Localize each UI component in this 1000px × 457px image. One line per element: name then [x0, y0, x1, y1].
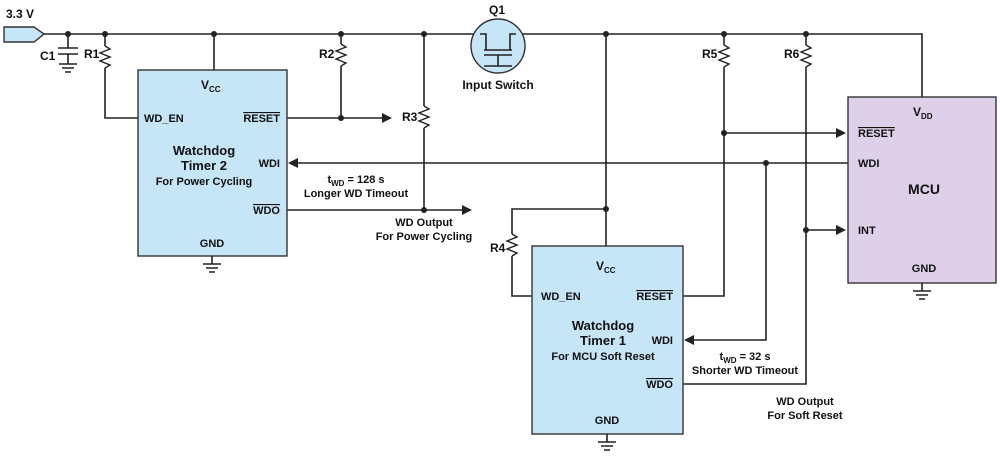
supply-input: 3.3 V	[3, 7, 46, 43]
wdo1-note: WD Output For Soft Reset	[767, 396, 843, 422]
mcu-title: MCU	[908, 181, 940, 197]
wdt1-ground-symbol	[598, 434, 616, 451]
wdt2-reset: RESET	[243, 113, 280, 125]
wdt2-wd-en: WD_EN	[144, 113, 184, 125]
mcu-reset: RESET	[858, 128, 895, 140]
resistor-r1: R1	[84, 34, 138, 119]
twd2-value: tWD = 128 s	[327, 174, 384, 188]
supply-rail	[44, 33, 923, 97]
mcu-wdi: WDI	[858, 158, 879, 170]
q1-label: Q1	[489, 3, 505, 17]
junction-dots	[65, 31, 809, 233]
wdt1-reset: RESET	[636, 291, 673, 303]
mcu-reset-arrow	[836, 128, 846, 138]
wdt2-wdo-arrow	[462, 205, 472, 215]
wdt1-title-3: For MCU Soft Reset	[551, 351, 655, 363]
resistor-r2: R2	[319, 34, 348, 118]
wdi1-arrow	[684, 335, 694, 345]
twd1-desc: Shorter WD Timeout	[692, 365, 798, 377]
wdt2-title-3: For Power Cycling	[156, 176, 253, 188]
wdt1-title-2: Timer 1	[580, 333, 626, 348]
r4-label: R4	[490, 241, 506, 255]
wdt2-wdi: WDI	[259, 158, 280, 170]
watchdog-timer-2: VCC WD_EN RESET WDI WDO GND Watchdog Tim…	[137, 69, 288, 257]
wdo2-line-2: For Power Cycling	[376, 231, 473, 243]
wdt1-wd-en: WD_EN	[541, 291, 581, 303]
mcu-ground-symbol	[913, 283, 931, 300]
wdt1-gnd: GND	[595, 415, 620, 427]
wdo1-line-1: WD Output	[776, 396, 834, 408]
wdt1-vcc: VCC	[596, 259, 616, 275]
resistor-r6: R6	[683, 34, 836, 385]
wdt2-title-1: Watchdog	[173, 143, 235, 158]
wdt2-wdo: WDO	[253, 205, 280, 217]
mcu-block: VDD RESET WDI MCU INT GND	[847, 96, 997, 284]
twd2-desc: Longer WD Timeout	[304, 188, 409, 200]
wdt2-reset-arrow	[382, 113, 392, 123]
capacitor-c1: C1	[40, 34, 78, 73]
twd1-note: tWD = 32 s Shorter WD Timeout	[692, 351, 798, 377]
wdt2-gnd: GND	[200, 238, 225, 250]
wdt2-vcc: VCC	[201, 78, 221, 94]
wdi2-arrow	[288, 158, 298, 168]
twd2-note: tWD = 128 s Longer WD Timeout	[304, 174, 409, 200]
wdo1-line-2: For Soft Reset	[767, 410, 843, 422]
mcu-int: INT	[858, 225, 876, 237]
r3-label: R3	[402, 110, 418, 124]
r2-label: R2	[319, 47, 335, 61]
wdt1-wdo: WDO	[646, 379, 673, 391]
resistor-r5: R5	[683, 34, 836, 297]
mcu-gnd: GND	[912, 263, 937, 275]
r1-label: R1	[84, 47, 100, 61]
mcu-int-arrow	[836, 225, 846, 235]
wdo2-note: WD Output For Power Cycling	[376, 217, 473, 243]
wdt1-wdi: WDI	[652, 335, 673, 347]
wdi1-wire	[690, 163, 767, 341]
q1-caption: Input Switch	[462, 78, 533, 92]
twd1-value: tWD = 32 s	[720, 351, 771, 365]
wdo2-line-1: WD Output	[395, 217, 453, 229]
supply-label: 3.3 V	[6, 7, 34, 21]
wdt1-title-1: Watchdog	[572, 318, 634, 333]
resistor-r3: R3	[402, 34, 431, 210]
r6-label: R6	[784, 47, 800, 61]
r5-label: R5	[702, 47, 718, 61]
watchdog-timer-1: VCC WD_EN RESET WDI WDO GND Watchdog Tim…	[531, 245, 684, 435]
wdt2-title-2: Timer 2	[181, 158, 227, 173]
wdt2-ground-symbol	[203, 256, 221, 273]
c1-label: C1	[40, 49, 56, 63]
transistor-q1: Q1 Input Switch	[462, 3, 533, 92]
resistor-r4: R4	[490, 208, 606, 297]
mcu-vdd: VDD	[913, 105, 933, 121]
